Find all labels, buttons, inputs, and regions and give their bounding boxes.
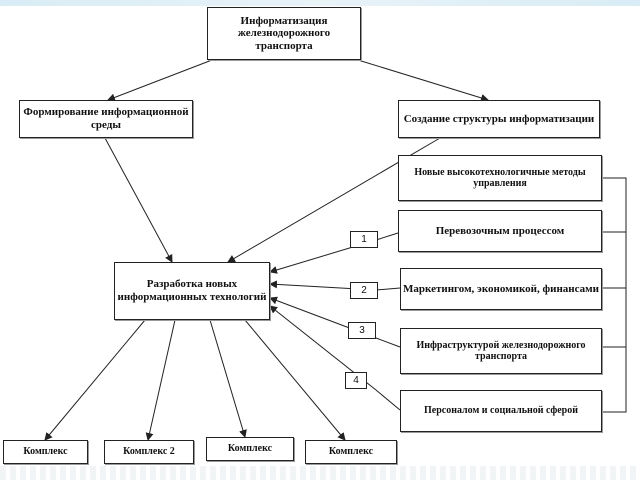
complex-box-2-label: Комплекс 2: [123, 446, 175, 458]
arrow-infrastructure-to-development: [269, 296, 401, 348]
complex-box-1-label: Комплекс: [23, 446, 68, 458]
complex-box-4: Комплекс: [305, 440, 397, 464]
structure-box: Создание структуры информатизации: [398, 100, 600, 138]
personnel-box-label: Персоналом и социальной сферой: [423, 405, 579, 417]
formation-box-label: Формирование информационной среды: [23, 106, 189, 131]
arrow-development-to-complex2: [145, 319, 176, 441]
number-label-2: 2: [350, 282, 378, 299]
transport-box-label: Перевозочным процессом: [435, 224, 565, 237]
arrow-marketing-to-development: [269, 280, 401, 291]
marketing-box-label: Маркетингом, экономикой, финансами: [403, 282, 599, 295]
arrow-personnel-to-development: [269, 305, 401, 411]
number-label-1: 1: [350, 231, 378, 248]
marketing-box: Маркетингом, экономикой, финансами: [400, 268, 602, 310]
arrow-transport-to-development: [269, 232, 399, 274]
complex-box-3-label: Комплекс: [227, 443, 273, 455]
arrow-development-to-complex1: [44, 319, 146, 441]
infrastructure-box-label: Инфраструктурой железнодорожного транспо…: [416, 339, 586, 363]
arrow-root-to-structure: [357, 59, 489, 102]
development-box-label: Разработка новых информационных технолог…: [117, 278, 267, 303]
number-label-4: 4: [345, 372, 367, 389]
bottom-decor-bar: [0, 466, 640, 480]
arrow-development-to-complex4: [244, 319, 346, 441]
arrow-root-to-formation: [107, 59, 213, 102]
complex-box-4-label: Комплекс: [328, 446, 374, 458]
development-box: Разработка новых информационных технолог…: [114, 262, 270, 320]
complex-box-2: Комплекс 2: [104, 440, 194, 464]
complex-box-3: Комплекс: [206, 437, 294, 461]
methods-bracket: [602, 177, 627, 413]
root-box-label: Информатизация железнодорожного транспор…: [237, 14, 331, 52]
methods-box-label: Новые высокотехнологичные методы управле…: [414, 166, 586, 190]
methods-box: Новые высокотехнологичные методы управле…: [398, 155, 602, 201]
top-decor-bar: [0, 0, 640, 6]
number-label-3: 3: [348, 322, 376, 339]
structure-box-label: Создание структуры информатизации: [403, 112, 595, 125]
root-box: Информатизация железнодорожного транспор…: [207, 7, 361, 60]
complex-box-1: Комплекс: [3, 440, 88, 464]
personnel-box: Персоналом и социальной сферой: [400, 390, 602, 432]
formation-box: Формирование информационной среды: [19, 100, 193, 138]
infrastructure-box: Инфраструктурой железнодорожного транспо…: [400, 328, 602, 374]
arrow-development-to-complex3: [209, 319, 247, 438]
arrow-formation-to-development: [104, 137, 173, 263]
transport-box: Перевозочным процессом: [398, 210, 602, 252]
